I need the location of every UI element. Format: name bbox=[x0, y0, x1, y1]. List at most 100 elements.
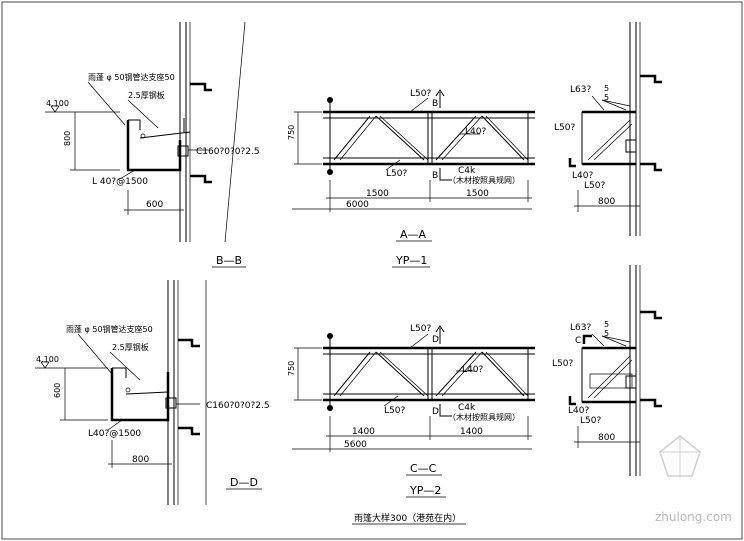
truss-yp1: B B L50? L40? L50? C4k （木材按照具规网） 750 150… bbox=[287, 89, 535, 268]
elev-marker bbox=[40, 361, 50, 369]
yp1-bolt-note: （木材按照具规网） bbox=[448, 175, 520, 185]
diagonal bbox=[333, 351, 371, 397]
brace bbox=[593, 359, 633, 399]
yp2-dim-h: 750 bbox=[287, 361, 296, 376]
cut-arrow bbox=[435, 89, 445, 108]
canopy-lip bbox=[128, 119, 141, 130]
aa-l50: L50? bbox=[554, 123, 575, 133]
dd-channel: C160?0?0?2.5 bbox=[206, 401, 270, 411]
leader bbox=[591, 333, 605, 347]
leader bbox=[601, 99, 631, 107]
aa-s2: 5 bbox=[604, 93, 609, 102]
wall-bracket bbox=[640, 398, 662, 408]
leader bbox=[109, 351, 141, 381]
section-cc: C L63? L50? L40? L50? 5 5 800 bbox=[552, 265, 662, 476]
dd-elev: 4.100 bbox=[36, 355, 59, 364]
bolt-arrow bbox=[568, 158, 576, 168]
bb-dim-h: 800 bbox=[63, 131, 72, 146]
yp1-cut-bot: B bbox=[432, 171, 438, 181]
dd-plate: 2.5厚钢板 bbox=[112, 342, 149, 352]
bolt-arrow bbox=[568, 396, 576, 406]
bb-plate: 2.5厚钢板 bbox=[128, 90, 165, 100]
dd-title: D—D bbox=[230, 476, 258, 489]
bolt-mark bbox=[327, 169, 333, 175]
dd-dim-w: 800 bbox=[132, 455, 149, 465]
truss-section bbox=[581, 111, 637, 165]
leader bbox=[409, 97, 429, 113]
leader bbox=[601, 99, 627, 111]
leader bbox=[409, 333, 429, 349]
dd-dim-h: 600 bbox=[53, 383, 62, 398]
diagonal bbox=[333, 115, 371, 161]
diagonal bbox=[379, 115, 429, 161]
diagonal bbox=[485, 351, 529, 397]
leader bbox=[107, 419, 123, 431]
diagonal bbox=[339, 351, 377, 397]
yp1-cut-top: B bbox=[432, 99, 438, 109]
wall-bracket bbox=[640, 74, 662, 84]
brace bbox=[587, 119, 631, 161]
canopy-plate bbox=[139, 131, 191, 139]
wall-bracket bbox=[190, 174, 212, 184]
leader bbox=[601, 335, 627, 347]
leader bbox=[127, 99, 159, 129]
diagonal bbox=[339, 115, 377, 161]
watermark-shape bbox=[659, 435, 701, 477]
brace bbox=[587, 355, 631, 399]
bb-title: B—B bbox=[216, 254, 242, 267]
cut-arrow bbox=[439, 404, 452, 417]
section-dd: 4.100 600 雨蓬 φ 50钢管达支座50 2.5厚钢板 C160?0?0… bbox=[35, 280, 270, 505]
bb-channel: C160?0?0?2.5 bbox=[196, 147, 260, 157]
yp2-total: 5600 bbox=[344, 440, 367, 450]
yp1-bolt: C4k bbox=[458, 166, 476, 176]
yp1-title: YP—1 bbox=[395, 254, 427, 267]
wall-bracket bbox=[640, 310, 662, 320]
yp2-cut-bot: D bbox=[432, 407, 439, 417]
bolt-mark bbox=[327, 405, 333, 411]
cc-l63: L63? bbox=[570, 323, 591, 333]
cc-s1: 5 bbox=[604, 320, 609, 329]
dd-angle: L40?@1500 bbox=[88, 429, 141, 439]
wall-bracket bbox=[178, 338, 200, 348]
dd-note-rain: 雨蓬 φ 50钢管达支座50 bbox=[66, 324, 153, 334]
channel-section bbox=[625, 139, 637, 153]
leader bbox=[591, 95, 605, 111]
wall-bracket bbox=[178, 426, 200, 436]
wall-bracket bbox=[640, 162, 662, 172]
yp1-span-l: 1500 bbox=[366, 189, 389, 199]
cc-cut: C bbox=[575, 336, 581, 346]
cut-arrow bbox=[439, 168, 452, 181]
elev-marker bbox=[50, 105, 60, 113]
cc-l40: L40? bbox=[568, 406, 589, 416]
cc-dim-w: 800 bbox=[598, 433, 615, 443]
pipe-circle bbox=[125, 387, 131, 393]
yp1-dim-h: 750 bbox=[287, 125, 296, 140]
leader bbox=[385, 159, 401, 171]
yp2-bolt-note: （木材按照具规网） bbox=[448, 412, 520, 422]
section-aa: L63? L50? L40? L50? 5 5 800 bbox=[554, 22, 662, 236]
bolt-mark bbox=[327, 97, 333, 103]
yp2-title: YP—2 bbox=[409, 484, 441, 497]
diagonal bbox=[375, 115, 425, 161]
diagonal bbox=[481, 115, 525, 161]
diagonal bbox=[441, 351, 483, 397]
yp1-total: 6000 bbox=[346, 200, 369, 210]
leader bbox=[383, 395, 399, 407]
channel-section bbox=[625, 375, 637, 389]
diagonal bbox=[481, 351, 525, 397]
channel-section bbox=[177, 145, 189, 157]
leader bbox=[117, 169, 136, 181]
aa-dim-w: 800 bbox=[598, 197, 615, 207]
cc-l50: L50? bbox=[552, 359, 573, 369]
bb-elev: 4.100 bbox=[46, 99, 69, 108]
yp2-section: C—C bbox=[410, 462, 437, 475]
cut-arrow bbox=[435, 325, 445, 344]
yp1-section: A—A bbox=[400, 228, 427, 241]
channel-section bbox=[165, 397, 177, 409]
bb-dim-w: 600 bbox=[146, 200, 163, 210]
aa-l40: L40? bbox=[572, 171, 593, 181]
yp2-bot-chord: L50? bbox=[384, 406, 405, 416]
canopy-lip bbox=[112, 367, 127, 378]
aa-l50b: L50? bbox=[584, 181, 605, 191]
inner-frame bbox=[589, 373, 633, 389]
